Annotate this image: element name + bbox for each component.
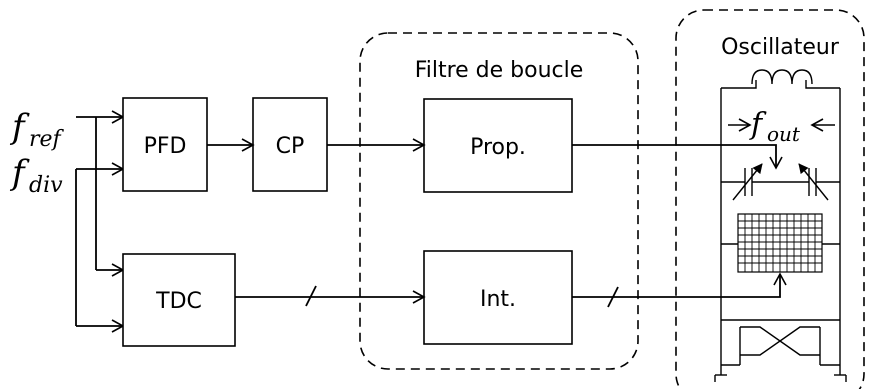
pfd-label: PFD: [144, 134, 187, 159]
oscillator-label: Oscillateur: [721, 35, 840, 60]
svg-text:f: f: [9, 153, 30, 193]
prop-label: Prop.: [470, 135, 526, 160]
tdc-label: TDC: [155, 289, 202, 314]
f-div-label: f div: [9, 153, 63, 198]
svg-text:f: f: [9, 107, 30, 147]
capacitor-bank-icon: [721, 213, 840, 273]
svg-text:f: f: [749, 107, 767, 142]
cross-coupled-pair-icon: [714, 319, 847, 382]
loop-filter-label: Filtre de boucle: [415, 58, 584, 83]
input-wiring: [75, 110, 125, 333]
loop-filter-group: [359, 32, 639, 370]
int-label: Int.: [480, 287, 516, 312]
oscillator-group: [675, 9, 865, 389]
varactor-icon: [721, 163, 840, 201]
oscillator-circuit: f out: [714, 69, 847, 382]
svg-text:ref: ref: [29, 127, 65, 152]
svg-text:out: out: [767, 122, 801, 146]
signal-wiring: [207, 138, 787, 308]
f-out-label: f out: [749, 107, 801, 146]
cp-block: [252, 97, 328, 192]
pfd-block: [122, 97, 208, 192]
svg-text:div: div: [29, 173, 63, 198]
int-block: [423, 250, 573, 345]
inductor-icon: [751, 69, 813, 85]
cp-label: CP: [276, 134, 305, 159]
f-ref-label: f ref: [9, 107, 65, 152]
tdc-block: [122, 253, 236, 347]
